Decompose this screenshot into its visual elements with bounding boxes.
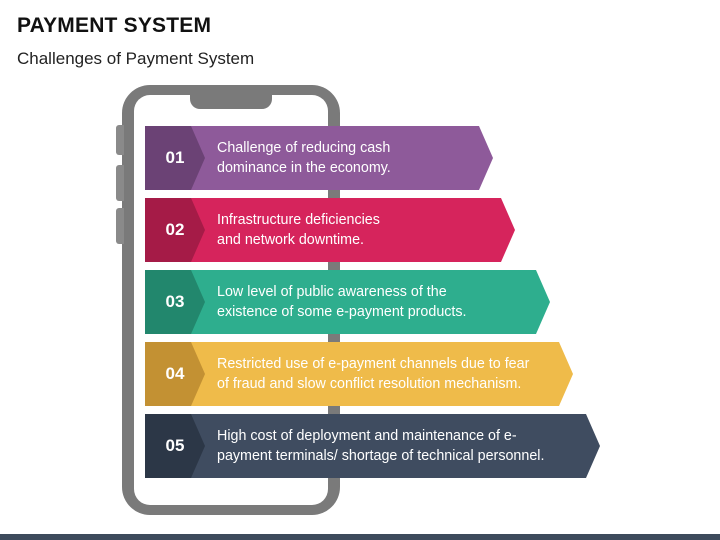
challenge-text: Infrastructure deficiencies and network … [217,210,380,250]
challenge-number: 02 [165,220,185,239]
challenge-number-tab [145,126,205,190]
slide-title: PAYMENT SYSTEM [17,14,212,37]
challenge-text: Low level of public awareness of the exi… [217,282,467,322]
phone-side-button-3 [116,208,124,244]
challenge-arrow-4 [145,342,573,406]
challenge-text-line1: Infrastructure deficiencies [217,212,380,228]
challenge-arrow-body [145,198,515,262]
challenge-text-line1: Low level of public awareness of the [217,284,447,300]
challenge-number-tab [145,270,205,334]
challenge-number: 05 [165,436,185,455]
challenge-item-2: 02 Infrastructure deficiencies and netwo… [145,198,515,262]
challenge-number-tab [145,342,205,406]
challenge-arrow-1 [145,126,493,190]
phone-notch [190,94,272,109]
challenge-item-3: 03 Low level of public awareness of the … [145,270,550,334]
challenge-arrow-2 [145,198,515,262]
challenge-number: 03 [165,292,185,311]
challenge-arrow-body [145,126,493,190]
challenge-item-1: 01 Challenge of reducing cash dominance … [145,126,493,190]
challenge-text-line2: of fraud and slow conflict resolution me… [217,376,522,392]
challenge-arrow-body [145,270,550,334]
challenge-arrow-body [145,414,600,478]
challenge-text-line2: payment terminals/ shortage of technical… [217,448,545,464]
challenge-text: High cost of deployment and maintenance … [217,426,544,466]
challenge-text-line2: dominance in the economy. [217,160,391,176]
challenge-text-line2: and network downtime. [217,232,365,248]
challenge-item-5: 05 High cost of deployment and maintenan… [145,414,600,478]
phone-side-button-2 [116,165,124,201]
challenge-item-4: 04 Restricted use of e-payment channels … [145,342,573,406]
challenge-number: 01 [165,148,185,167]
challenge-number-tab [145,198,205,262]
challenge-arrow-3 [145,270,550,334]
footer-bar [0,534,720,540]
challenge-arrow-5 [145,414,600,478]
challenge-number: 04 [165,364,185,383]
challenge-text-line1: Restricted use of e-payment channels due… [217,356,530,372]
challenge-text-line2: existence of some e-payment products. [217,304,467,320]
challenge-text: Restricted use of e-payment channels due… [217,354,529,394]
challenge-number-tab [145,414,205,478]
challenge-text-line1: Challenge of reducing cash [217,140,391,156]
challenge-text: Challenge of reducing cash dominance in … [217,138,391,178]
slide-subtitle: Challenges of Payment System [17,49,255,68]
phone-side-button-1 [116,125,124,155]
challenge-arrow-body [145,342,573,406]
challenge-text-line1: High cost of deployment and maintenance … [217,428,517,444]
